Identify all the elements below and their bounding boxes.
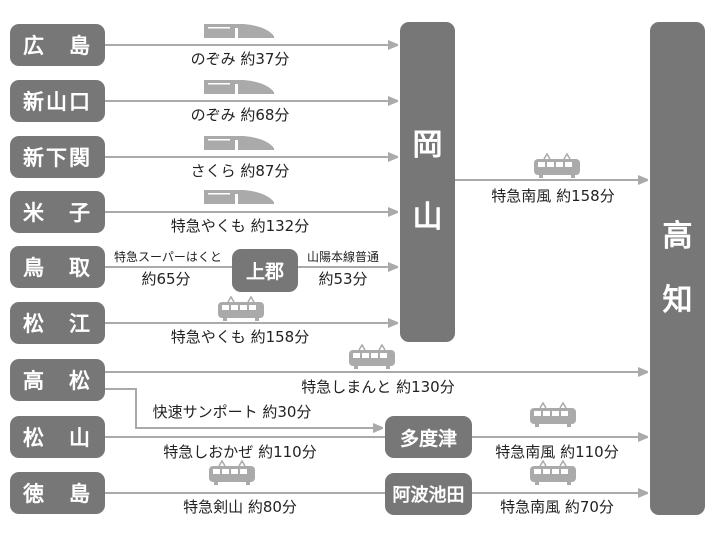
hub-okayama-char: 岡 — [412, 128, 443, 163]
station-tottori: 鳥 取 — [10, 246, 105, 288]
route-label: 特急やくも 約132分 — [170, 217, 310, 235]
train-icon — [218, 295, 264, 321]
station-matsuyama: 松 山 — [10, 416, 105, 458]
station-tokushima: 徳 島 — [10, 472, 105, 514]
route-label: 特急しまんと 約130分 — [301, 378, 455, 396]
route-label: 特急しおかぜ 約110分 — [163, 443, 317, 461]
route-label: 山陽本線普通 — [306, 250, 380, 264]
station-takamatsu: 高 松 — [10, 359, 105, 401]
shinkansen-icons — [204, 24, 274, 204]
route-label: 特急剣山 約80分 — [183, 498, 297, 516]
station-kamigori: 上郡 — [232, 249, 298, 292]
route-label: のぞみ 約68分 — [190, 106, 290, 124]
hub-kochi-char: 知 — [662, 282, 693, 318]
hub-okayama-char: 山 — [412, 200, 443, 235]
route-label: さくら 約87分 — [190, 162, 290, 180]
station-hiroshima: 広 島 — [10, 24, 105, 66]
hub-kochi-char: 高 — [662, 218, 693, 254]
route-label: 約65分 — [141, 270, 191, 288]
station-awaikeda: 阿波池田 — [385, 473, 472, 515]
station-shimonoseki: 新下関 — [10, 136, 105, 178]
train-icon — [533, 153, 581, 179]
hub-okayama: 岡 山 — [400, 22, 455, 342]
hub-kochi: 高 知 — [650, 22, 705, 515]
train-icon — [529, 460, 577, 486]
shinkansen-icon — [204, 136, 274, 150]
train-icons — [208, 153, 581, 486]
station-tadotsu: 多度津 — [385, 416, 472, 458]
route-label: 特急南風 約110分 — [495, 443, 619, 461]
route-label: のぞみ 約37分 — [190, 50, 290, 68]
line-takamatsu-tadotsu — [105, 388, 382, 428]
shinkansen-icon — [204, 190, 274, 204]
route-label: 特急やくも 約158分 — [170, 328, 310, 346]
train-icon — [348, 344, 396, 370]
train-icon — [529, 402, 577, 428]
shinkansen-icon — [204, 24, 274, 38]
station-yonago: 米 子 — [10, 191, 105, 233]
route-label: 特急スーパーはくと — [114, 250, 222, 264]
route-label: 快速サンポート 約30分 — [152, 403, 312, 421]
shinkansen-icon — [204, 80, 274, 94]
station-shinyamaguchi: 新山口 — [10, 80, 105, 122]
train-icon — [208, 460, 256, 486]
route-label: 特急南風 約158分 — [491, 187, 615, 205]
route-label: 約53分 — [318, 270, 368, 288]
station-matsue: 松 江 — [10, 302, 105, 344]
route-label: 特急南風 約70分 — [500, 498, 614, 516]
